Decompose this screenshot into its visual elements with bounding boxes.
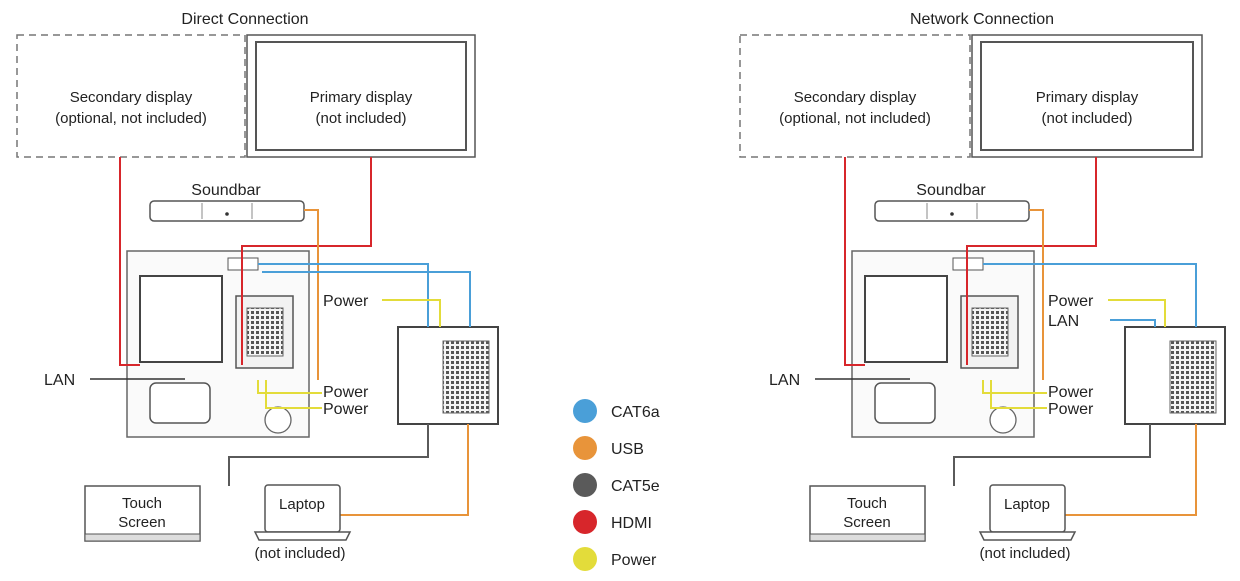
direct-power-low-label: Power (323, 401, 369, 418)
network-primary-display (971, 34, 1203, 158)
network-cable-bundle (874, 382, 936, 424)
direct-laptop-label: Laptop (279, 496, 325, 513)
direct-touch-label-1: Touch (122, 495, 162, 512)
direct-primary-label-2: (not included) (316, 110, 407, 127)
direct-secondary-label-1: Secondary display (70, 89, 193, 106)
network-laptop-note: (not included) (980, 545, 1071, 562)
network-power-panel-1 (982, 380, 1047, 394)
direct-power-mid-label: Power (323, 384, 369, 401)
direct-laptop-note: (not included) (255, 545, 346, 562)
network-usb-soundbar (1029, 209, 1044, 380)
direct-soundbar (149, 200, 305, 222)
network-compute-module (864, 275, 948, 363)
direct-connection-diagram: Direct Connection Secondary display (opt… (16, 11, 499, 562)
network-touch-label-1: Touch (847, 495, 887, 512)
direct-power-top-label: Power (323, 293, 369, 310)
legend-swatch-cat6a (573, 399, 597, 423)
legend-swatch-cat5e (573, 473, 597, 497)
direct-power-panel-2 (265, 380, 322, 409)
direct-secondary-display (16, 34, 246, 158)
network-cat6a-lan (1110, 319, 1156, 327)
network-touch-screen (809, 485, 926, 542)
legend-swatch-hdmi (573, 510, 597, 534)
network-power-panel-2 (990, 380, 1047, 409)
direct-cat5e-touch (228, 424, 429, 486)
network-secondary-display (739, 34, 971, 158)
network-hdmi-primary (966, 157, 1097, 365)
legend-swatch-power (573, 547, 597, 571)
legend-label-power: Power (611, 552, 657, 569)
network-power-low-label: Power (1048, 401, 1094, 418)
legend-label-hdmi: HDMI (611, 515, 652, 532)
direct-hdmi-secondary (119, 157, 140, 366)
network-soundbar-label: Soundbar (916, 182, 986, 199)
direct-primary-label-1: Primary display (310, 89, 413, 106)
direct-usb-laptop (340, 424, 469, 516)
network-power-mid-label: Power (1048, 384, 1094, 401)
direct-power-box (382, 299, 441, 327)
direct-cable-bundle (149, 382, 211, 424)
direct-hdmi-primary (241, 157, 372, 365)
network-connection-diagram: Network Connection Secondary display (op… (739, 11, 1226, 562)
network-laptop-label: Laptop (1004, 496, 1050, 513)
network-power-box (1108, 299, 1166, 327)
direct-cat6a-2 (262, 271, 471, 327)
network-cat5e-touch (953, 424, 1151, 486)
direct-title: Direct Connection (181, 11, 308, 28)
direct-cat6a-1 (258, 263, 429, 327)
network-cat6a-1 (983, 263, 1197, 327)
network-lan-label: LAN (769, 372, 800, 389)
direct-power-panel-1 (257, 380, 322, 394)
network-secondary-label-1: Secondary display (794, 89, 917, 106)
legend-swatch-usb (573, 436, 597, 460)
network-secondary-label-2: (optional, not included) (779, 110, 931, 127)
legend-label-cat5e: CAT5e (611, 478, 660, 495)
network-primary-label-2: (not included) (1042, 110, 1133, 127)
direct-touch-label-2: Screen (118, 514, 166, 531)
network-title: Network Connection (910, 11, 1054, 28)
cable-legend: CAT6a USB CAT5e HDMI Power (573, 399, 660, 571)
direct-secondary-label-2: (optional, not included) (55, 110, 207, 127)
direct-soundbar-label: Soundbar (191, 182, 261, 199)
network-power-top-label: Power (1048, 293, 1094, 310)
legend-label-cat6a: CAT6a (611, 404, 660, 421)
legend-label-usb: USB (611, 441, 644, 458)
direct-compute-module (139, 275, 223, 363)
network-usb-laptop (1065, 424, 1197, 516)
network-lan-top-label: LAN (1048, 313, 1079, 330)
network-soundbar (874, 200, 1030, 222)
network-primary-label-1: Primary display (1036, 89, 1139, 106)
network-touch-label-2: Screen (843, 514, 891, 531)
network-hdmi-secondary (844, 157, 865, 366)
direct-usb-soundbar (304, 209, 319, 380)
direct-primary-display (246, 34, 476, 158)
direct-lan-label: LAN (44, 372, 75, 389)
